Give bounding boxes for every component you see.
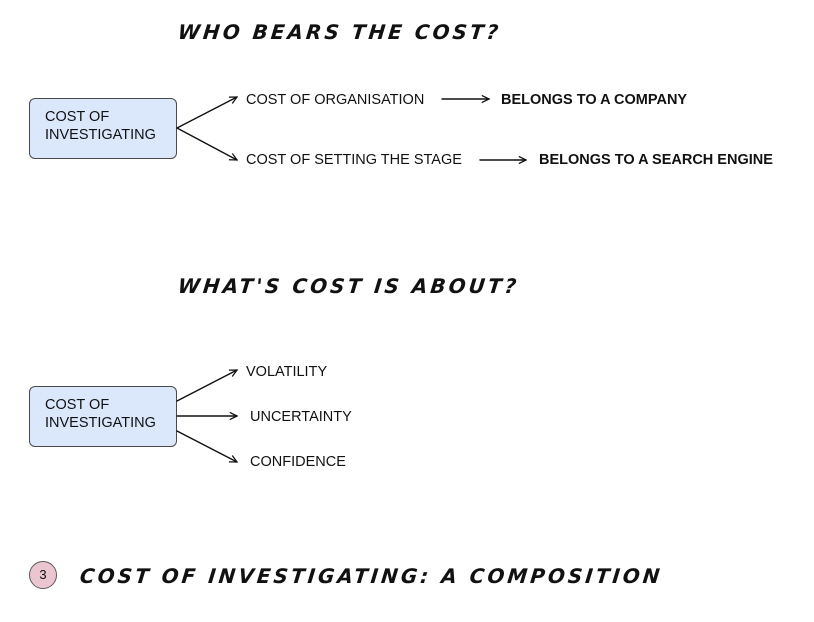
arrow-to-volatility (176, 369, 237, 402)
step-number-badge: 3 (29, 561, 57, 589)
cost-of-investigating-box-2[interactable]: COST OF INVESTIGATING (29, 386, 177, 447)
footer-title: COST OF INVESTIGATING: A COMPOSITION (78, 564, 664, 588)
box-line-1: COST OF (45, 397, 110, 413)
arrow-to-organisation (176, 96, 237, 129)
branch-label-volatility: VOLATILITY (246, 364, 328, 380)
branch-label-organisation: COST OF ORGANISATION (246, 92, 425, 108)
box-line-1: COST OF (45, 109, 110, 125)
section-heading-what-cost-about: WHAT'S COST IS ABOUT? (176, 274, 521, 298)
arrow-to-setting-stage (176, 127, 237, 161)
box-line-2: INVESTIGATING (45, 415, 156, 431)
branch-label-setting-stage: COST OF SETTING THE STAGE (246, 152, 462, 168)
arrow-to-confidence (176, 430, 237, 463)
branch-label-confidence: CONFIDENCE (250, 454, 346, 470)
branch-label-uncertainty: UNCERTAINTY (250, 409, 352, 425)
result-label-company: BELONGS TO A COMPANY (501, 92, 688, 108)
cost-of-investigating-box-1[interactable]: COST OF INVESTIGATING (29, 98, 177, 159)
section-heading-who-bears: WHO BEARS THE COST? (176, 20, 503, 44)
box-line-2: INVESTIGATING (45, 127, 156, 143)
result-label-search-engine: BELONGS TO A SEARCH ENGINE (539, 152, 773, 168)
